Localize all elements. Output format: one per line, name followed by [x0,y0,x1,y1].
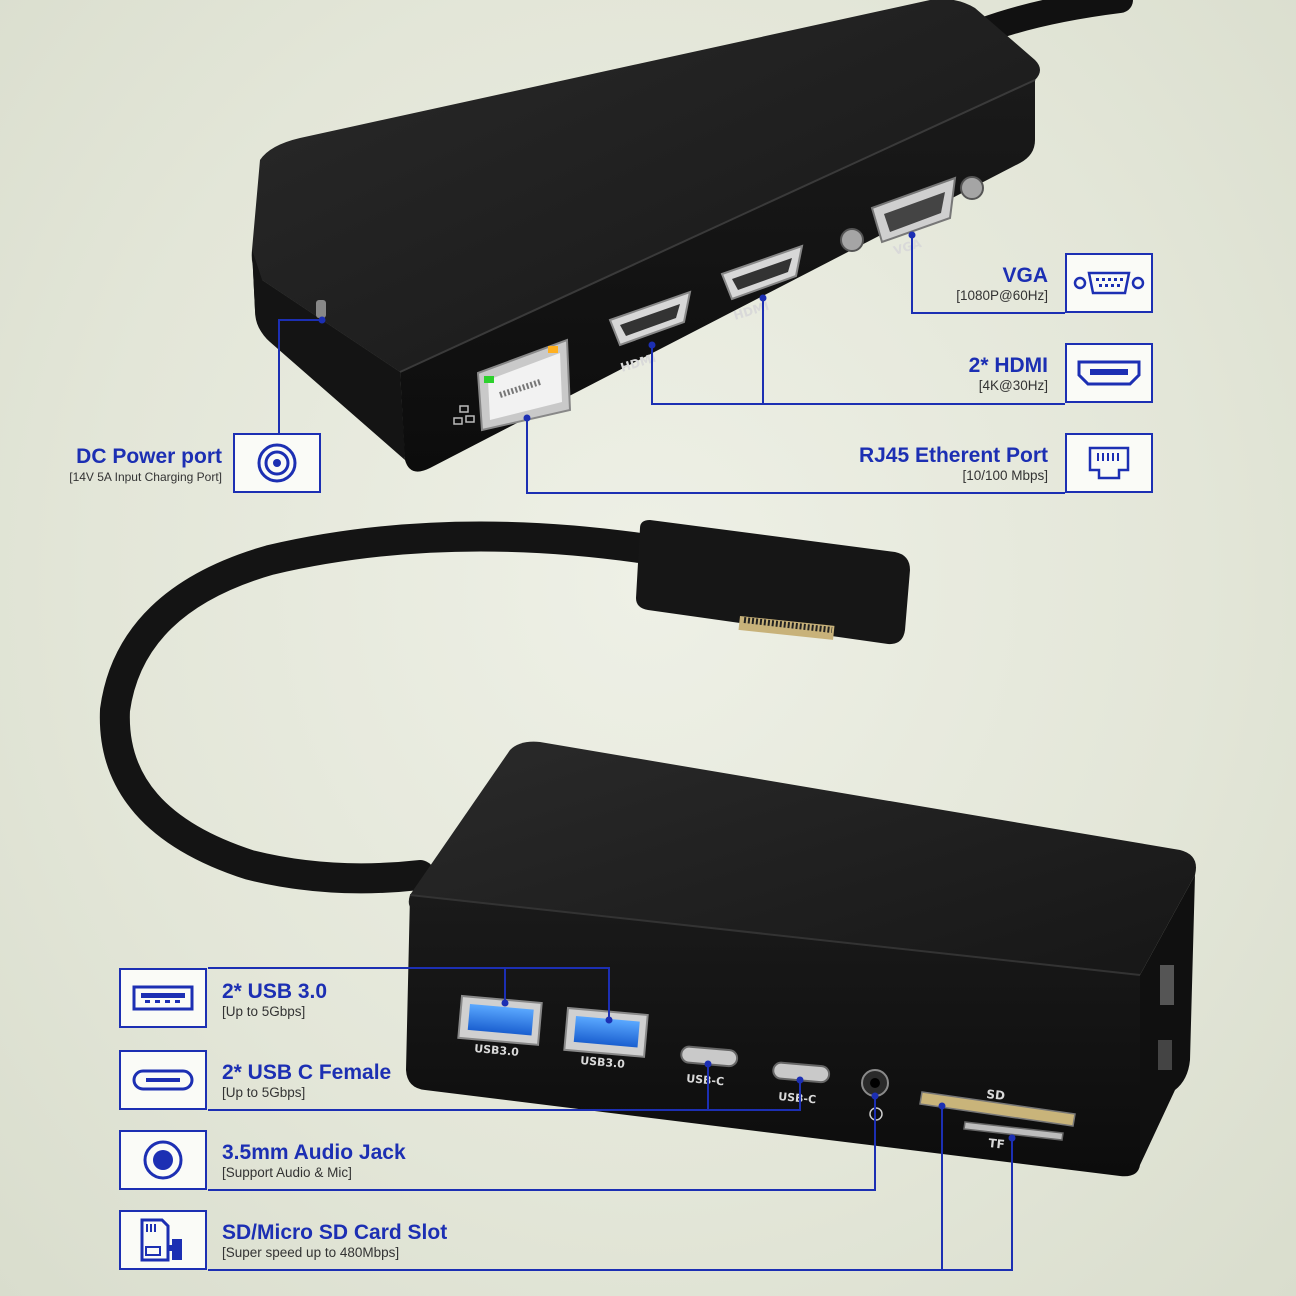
usbc-subtitle: [Up to 5Gbps] [222,1085,306,1100]
hdmi-port-icon [1065,343,1153,403]
usbc-callout: 2* USB C Female [Up to 5Gbps] [222,1061,391,1101]
hdmi-callout: 2* HDMI [4K@30Hz] [969,354,1048,394]
callout-line-audio [208,1096,876,1191]
bottom-dock: USB3.0 USB3.0 USB-C USB-C SD TF [99,520,1196,1177]
callout-line-vga [911,235,1065,314]
callout-line-dc [278,319,322,433]
sd-card-icon [119,1210,207,1270]
callout-line-sd [208,1138,1013,1271]
usbc-1-port-text: USB-C [686,1072,725,1088]
usb3-callout: 2* USB 3.0 [Up to 5Gbps] [222,980,327,1020]
usb3-port-1 [457,994,543,1046]
ethernet-port-icon [1065,433,1153,493]
rj45-title: RJ45 Etherent Port [858,444,1048,467]
vga-port-icon [1065,253,1153,313]
usb3-2-port-text: USB3.0 [580,1054,626,1071]
tf-port-text: TF [988,1136,1006,1152]
sd-title: SD/Micro SD Card Slot [222,1221,448,1244]
sd-port-text: SD [986,1087,1006,1103]
rj45-callout: RJ45 Etherent Port [10/100 Mbps] [859,444,1048,484]
callout-lines [208,235,1065,1271]
tf-slot [963,1121,1064,1141]
vga-title: VGA [1002,264,1048,287]
sd-subtitle: [Super speed up to 480Mbps] [222,1245,400,1260]
network-glyph-icon [453,405,475,425]
callout-dots [318,231,1016,1142]
usb-a-port-icon [119,968,207,1028]
callout-line-usb3 [208,967,610,1020]
usbc-title: 2* USB C Female [222,1061,392,1084]
dc-power-port-icon [233,433,321,493]
rj45-subtitle: [10/100 Mbps] [962,468,1048,483]
dc-title: DC Power port [76,445,222,468]
usb3-subtitle: [Up to 5Gbps] [222,1004,306,1019]
vga-callout: VGA [1080P@60Hz] [956,264,1048,304]
side-port [1160,965,1174,1005]
audio-subtitle: [Support Audio & Mic] [222,1165,352,1180]
vga-port [840,176,984,252]
callout-line-usbc [208,1080,801,1111]
sd-slot [919,1091,1076,1127]
vga-port-text: VGA [892,236,924,258]
vga-subtitle: [1080P@60Hz] [956,288,1048,303]
dc-port [316,300,326,318]
usb3-title: 2* USB 3.0 [222,980,328,1003]
callout-line-rj45 [526,418,1065,494]
audio-title: 3.5mm Audio Jack [222,1141,406,1164]
audio-jack-icon [119,1130,207,1190]
bottom-cable [99,521,655,894]
rj45-port [476,338,572,432]
dc-callout: DC Power port [14V 5A Input Charging Por… [69,445,222,485]
audio-callout: 3.5mm Audio Jack [Support Audio & Mic] [222,1141,406,1181]
sd-callout: SD/Micro SD Card Slot [Super speed up to… [222,1221,447,1261]
side-port [1158,1040,1172,1070]
hdmi-title: 2* HDMI [968,354,1048,377]
top-dock: HDMI HDMI VGA [251,0,1133,472]
top-cable [972,0,1133,43]
usb3-1-port-text: USB3.0 [474,1042,520,1059]
usbc-2-port-text: USB-C [778,1090,817,1106]
usb-c-port-icon [119,1050,207,1110]
hdmi-subtitle: [4K@30Hz] [978,378,1048,393]
surface-connector [636,520,910,645]
dc-subtitle: [14V 5A Input Charging Port] [69,470,222,484]
usb3-port-2 [563,1006,649,1058]
callout-line-hdmi-1 [651,345,1065,405]
